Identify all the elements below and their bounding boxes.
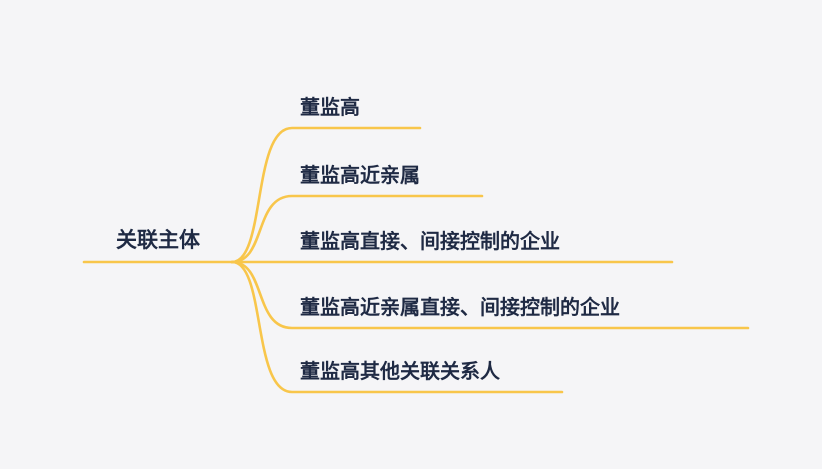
- mindmap-child-node-4[interactable]: 董监高近亲属直接、间接控制的企业: [300, 297, 620, 319]
- mindmap-root-node[interactable]: 关联主体: [116, 229, 200, 252]
- mindmap-child-node-1[interactable]: 董监高: [300, 97, 360, 119]
- mindmap-child-node-2[interactable]: 董监高近亲属: [300, 165, 420, 187]
- mindmap-child-node-3[interactable]: 董监高直接、间接控制的企业: [300, 231, 560, 253]
- branch-to-child-1: [230, 126, 422, 264]
- branch-to-child-5: [230, 260, 564, 394]
- mindmap-child-node-5[interactable]: 董监高其他关联关系人: [300, 361, 500, 383]
- branch-to-child-4: [230, 260, 750, 330]
- branch-to-child-2: [230, 194, 484, 264]
